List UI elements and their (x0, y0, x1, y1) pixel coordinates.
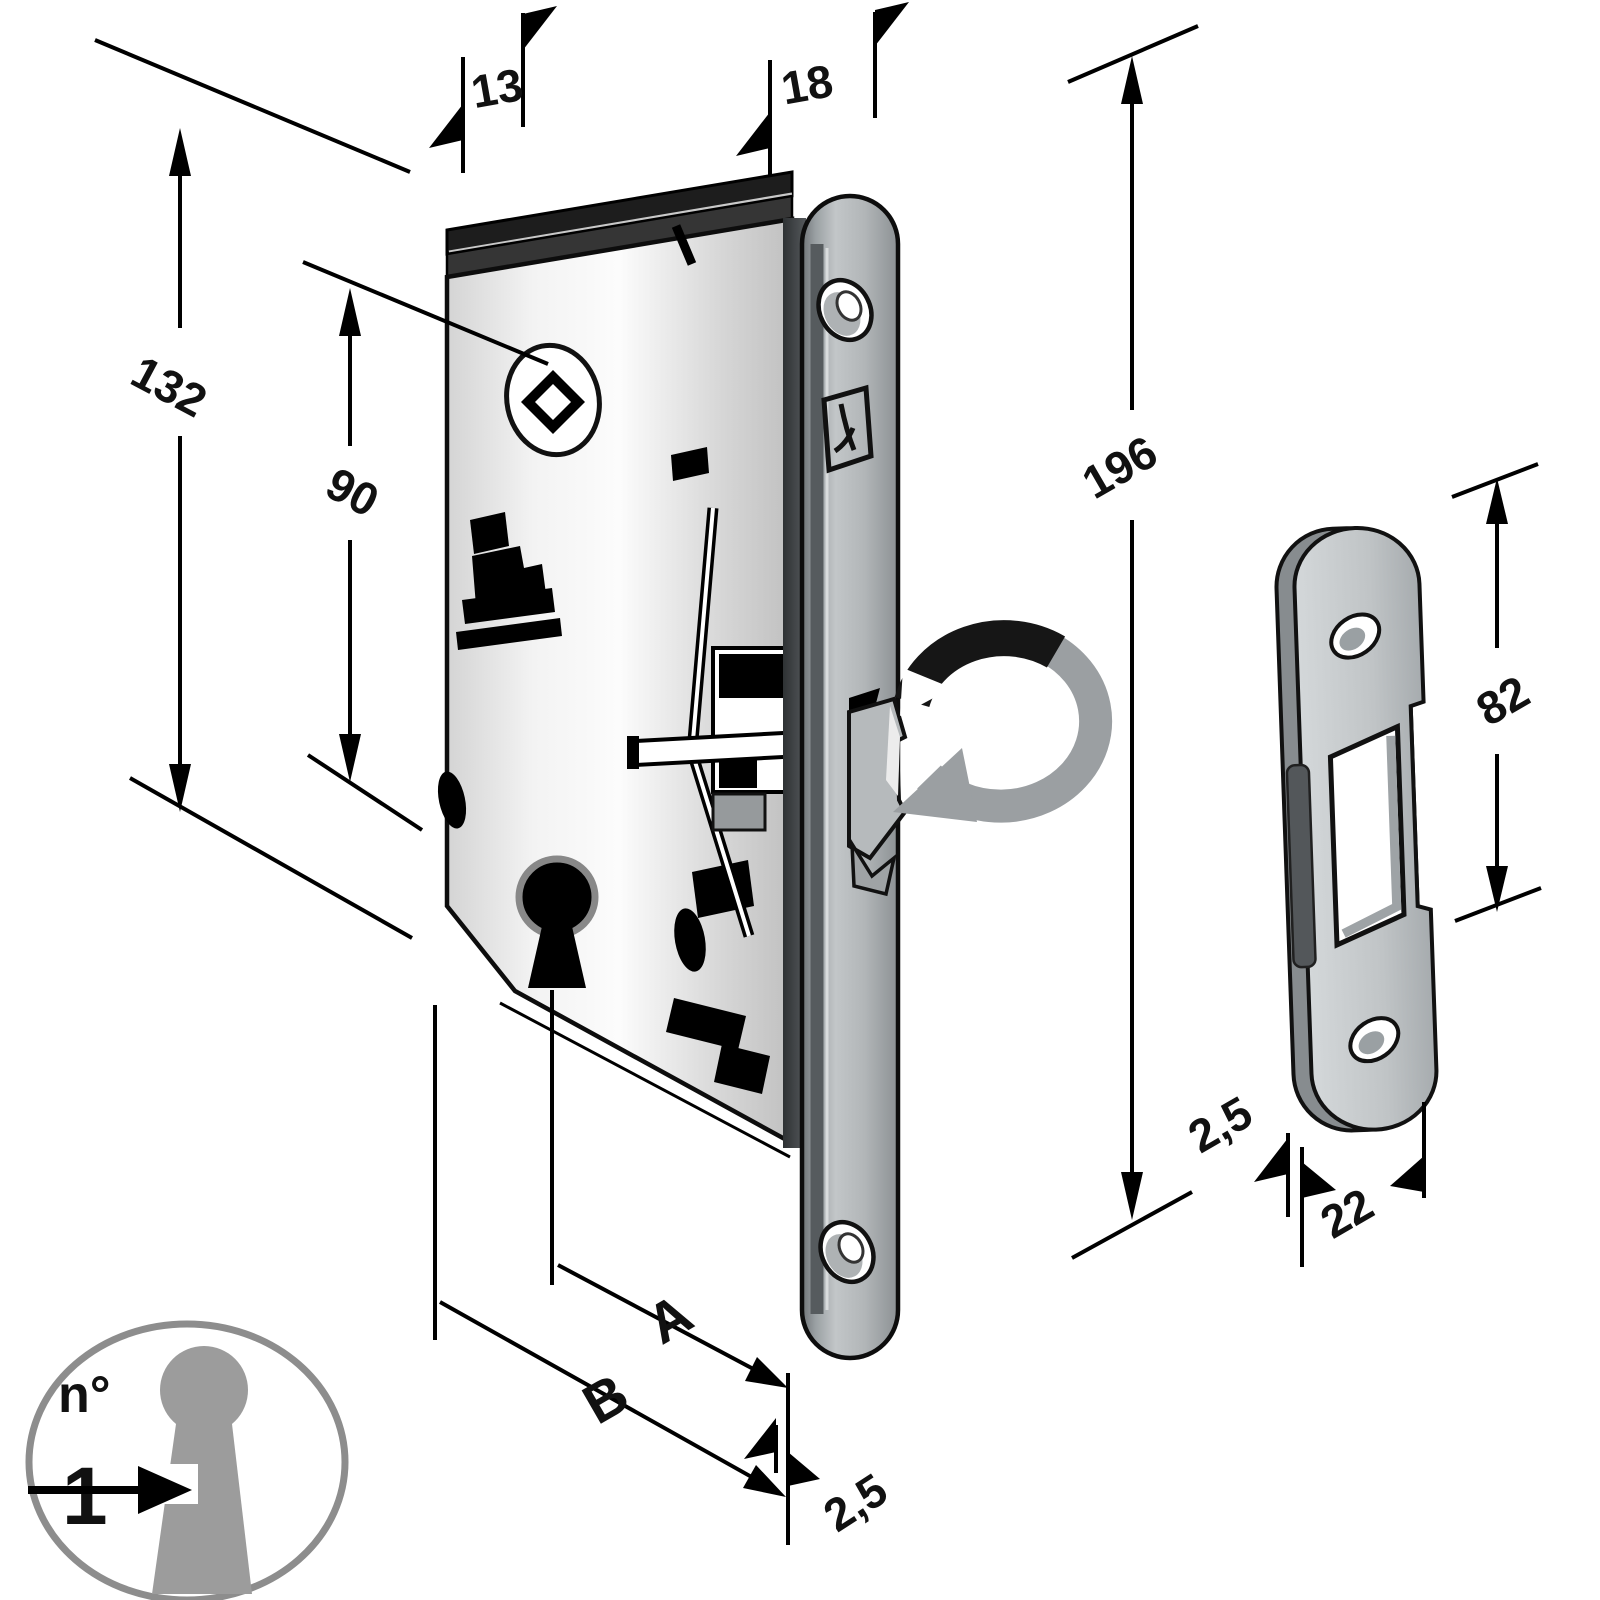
latch-spring-clip (849, 837, 897, 897)
strike-screw-hole-top (1329, 612, 1382, 660)
dim-label-13: 13 (467, 58, 526, 118)
latch-bolt (847, 688, 908, 897)
strike-plate-dark-strip (1285, 763, 1317, 969)
dim-strike-height: 82 (1451, 462, 1542, 923)
case-top-cap-slit (448, 192, 793, 254)
brand-logo-stamp (821, 384, 874, 474)
rotation-arrow-head (893, 748, 977, 822)
strike-plate-window (1327, 722, 1407, 949)
dim-label-a: A (636, 1281, 703, 1356)
case-seam-notch (671, 224, 697, 266)
key-number-badge: n° 1 (25, 1320, 349, 1600)
dim-label-196: 196 (1073, 425, 1165, 508)
faceplate-screw-hole-bottom (818, 1219, 876, 1285)
dim-label-132: 132 (123, 345, 215, 427)
faceplate-screw-hole-top (816, 277, 874, 343)
badge-n-label: n° (58, 1366, 111, 1424)
rotation-arrow (893, 620, 1113, 823)
latch-mechanism (627, 646, 804, 832)
case-cutouts (437, 447, 770, 1094)
dim-label-82: 82 (1467, 665, 1537, 736)
badge-number: 1 (62, 1451, 108, 1542)
lock-case (437, 170, 804, 1159)
dim-label-strike-thickness: 2,5 (1179, 1086, 1260, 1163)
key-silhouette-icon (152, 1346, 252, 1594)
dim-case-thickness: 13 (429, 6, 557, 173)
dim-strike-thickness: 2,5 (1179, 1086, 1290, 1217)
strike-plate (1274, 525, 1439, 1133)
keyhole (515, 855, 599, 988)
spindle-follower-hole (504, 342, 602, 458)
dim-faceplate-thickness: 2,5 (744, 1373, 896, 1545)
rotation-arrow-notch (900, 668, 952, 716)
dim-label-90: 90 (318, 457, 388, 527)
badge-arrow-icon (28, 1466, 192, 1514)
dim-label-b: B (572, 1361, 639, 1436)
dim-label-faceplate-thickness: 2,5 (814, 1463, 896, 1541)
dim-faceplate-width: 18 (736, 2, 909, 177)
dim-faceplate-height: 196 (1067, 24, 1199, 1260)
case-bottom-fold (499, 1001, 791, 1159)
dim-label-18: 18 (777, 54, 836, 114)
latch-bolt-highlight (886, 706, 900, 796)
strike-screw-hole-bottom (1348, 1016, 1401, 1064)
